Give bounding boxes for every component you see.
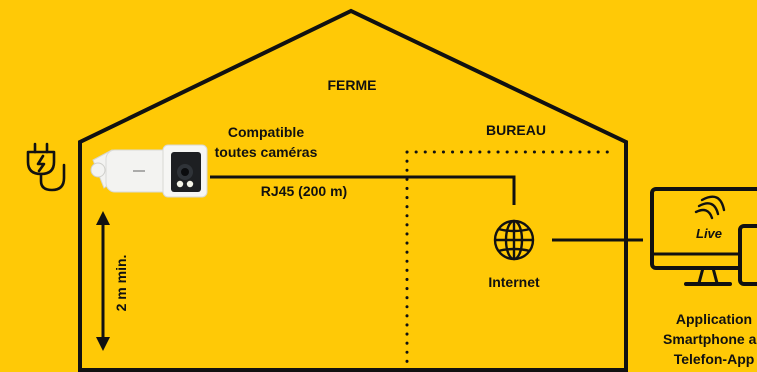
app-label-line3: Telefon-App (674, 351, 755, 367)
power-plug-icon (26, 142, 66, 192)
live-badge: Live (696, 226, 722, 241)
house-outline (78, 8, 628, 372)
app-label-line1: Application (676, 311, 752, 327)
internet-label: Internet (488, 274, 540, 290)
globe-icon (493, 219, 535, 261)
camera-label-line2: toutes caméras (215, 144, 318, 160)
house-label: FERME (328, 77, 377, 93)
app-label-line2: Smartphone ap (663, 331, 757, 347)
security-camera-icon (90, 144, 208, 198)
rj45-cable (210, 175, 516, 205)
wifi-icon (694, 195, 726, 220)
height-label: 2 m min. (113, 255, 129, 312)
tablet-icon (738, 224, 757, 286)
camera-label-line1: Compatible (228, 124, 304, 140)
office-label: BUREAU (486, 122, 546, 138)
office-partition (405, 150, 617, 372)
cable-label: RJ45 (200 m) (261, 183, 347, 199)
double-arrow-icon (96, 211, 110, 351)
